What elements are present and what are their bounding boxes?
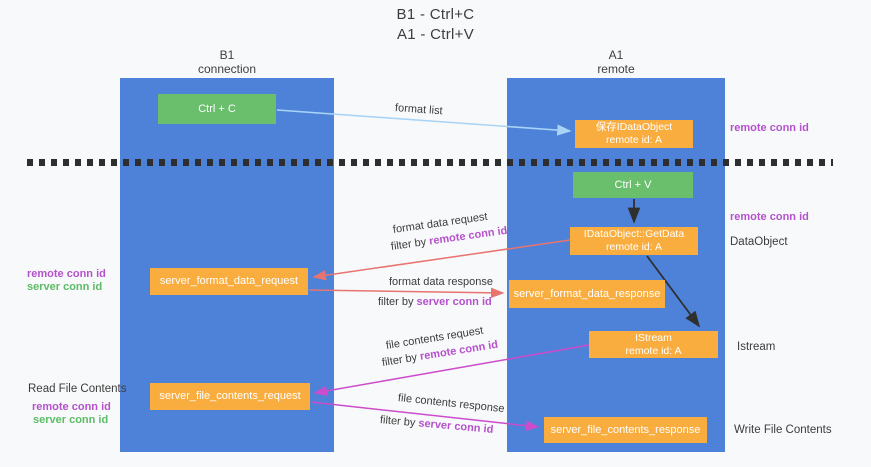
left-column-name: B1 [219,48,235,62]
dataobject-label: DataObject [730,236,788,248]
getdata-line1: IDataObject::GetData [583,228,685,240]
istream-line1: IStream [635,331,672,344]
ctrl-v-label: Ctrl + V [614,178,652,191]
server-file-contents-request-box: server_file_contents_request [150,383,310,410]
diagram-title-line2: A1 - Ctrl+V [396,26,475,43]
ctrl-c-box: Ctrl + C [158,94,276,124]
filter-by-text: filter by [390,236,427,253]
right-column-role: remote [597,62,635,76]
server-conn-id-left-mid: server conn id [27,281,103,293]
ctrl-c-label: Ctrl + C [198,102,236,115]
server-format-data-response-label: server_format_data_response [513,287,661,300]
server-file-contents-response-label: server_file_contents_response [550,423,701,436]
format-data-response-filter-label: filter by server conn id [378,296,492,308]
server-file-contents-request-label: server_file_contents_request [159,390,301,402]
remote-conn-id-right-top: remote conn id [730,122,809,134]
file-contents-response-filter-label: filter by server conn id [379,414,493,436]
server-conn-id-left-bottom: server conn id [33,414,109,426]
istream-line2: remote id: A [625,344,682,357]
server-format-data-request-label: server_format_data_request [159,275,299,287]
getdata-box: IDataObject::GetData remote id: A [570,227,698,255]
server-file-contents-response-box: server_file_contents_response [544,417,707,443]
saved-dataobject-line1: 保存IDataObject [595,121,673,133]
saved-dataobject-line2: remote id: A [605,134,663,146]
server-format-data-response-box: server_format_data_response [509,280,665,308]
istream-box: IStream remote id: A [589,331,718,358]
diagram-title-line1: B1 - Ctrl+C [396,6,475,23]
remote-conn-id-left-mid: remote conn id [27,268,106,280]
format-data-response-label: format data response [389,276,493,288]
server-format-data-request-box: server_format_data_request [150,268,308,295]
format-data-response-arrow [308,287,505,299]
server-conn-id-keyword: server conn id [417,417,494,436]
filter-by-text: filter by [379,414,416,430]
read-file-contents-label: Read File Contents [28,383,127,395]
remote-conn-id-right-mid: remote conn id [730,211,809,223]
file-contents-response-label: file contents response [397,392,506,416]
ctrl-v-box: Ctrl + V [573,172,693,198]
write-file-contents-label: Write File Contents [734,424,832,436]
saved-dataobject-box: 保存IDataObject remote id: A [575,120,693,148]
format-list-label: format list [394,102,443,118]
getdata-line2: remote id: A [605,241,663,253]
left-column-header: B1 connection [120,48,334,76]
right-column-name: A1 [608,48,624,62]
filter-by-text: filter by [378,296,414,308]
right-column-header: A1 remote [507,48,725,76]
remote-conn-id-left-bottom: remote conn id [32,401,111,413]
filter-by-text: filter by [381,351,418,369]
istream-side-label: Istream [737,341,776,353]
server-conn-id-keyword: server conn id [416,296,492,308]
left-column-role: connection [197,62,257,76]
copy-paste-separator-line [27,159,833,166]
